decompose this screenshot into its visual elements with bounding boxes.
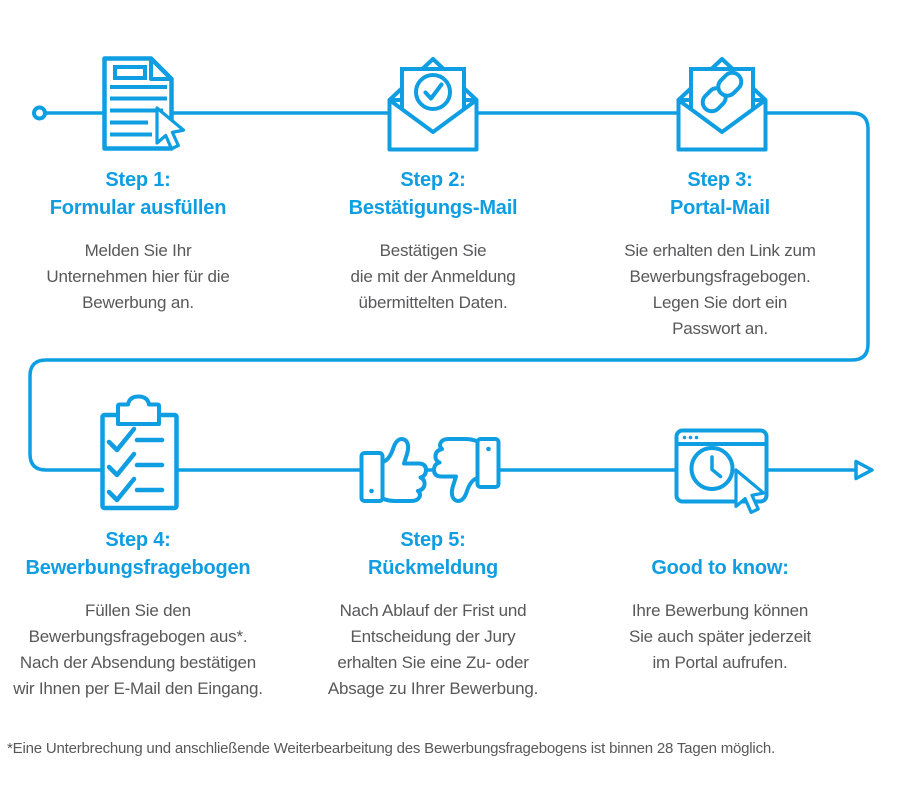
cursor-icon	[736, 470, 764, 512]
step-title: Step 1: Formular ausfüllen	[49, 169, 227, 219]
cursor-icon	[157, 108, 184, 149]
window-dots-icon	[682, 435, 699, 440]
document-cursor-icon	[102, 56, 184, 151]
step-title: Step 5: Rückmeldung	[367, 529, 499, 579]
browser-clock-icon	[674, 428, 769, 513]
link-icon	[700, 70, 744, 114]
step-title: Good to know:	[651, 557, 789, 579]
step-column-4: Step 4: Bewerbungsfragebogen Füllen Sie …	[0, 526, 288, 702]
clipboard-checklist-icon	[100, 394, 179, 511]
flow-start-dot	[32, 105, 47, 121]
step-column-2: Step 2: Bestätigungs-Mail Bestätigen Sie…	[283, 166, 583, 316]
step-description: Ihre Bewerbung können Sie auch später je…	[628, 601, 812, 672]
step-description: Bestätigen Sie die mit der Anmeldung übe…	[350, 241, 516, 312]
flow-end-arrow-icon	[854, 459, 874, 481]
thumbs-up-icon	[359, 437, 428, 503]
thumbs-down-icon	[432, 437, 501, 503]
step-title: Step 2: Bestätigungs-Mail	[348, 169, 518, 219]
step-title: Step 4: Bewerbungsfragebogen	[25, 529, 251, 579]
step-title: Step 3: Portal-Mail	[669, 169, 771, 219]
step-column-3: Step 3: Portal-Mail Sie erhalten den Lin…	[570, 166, 870, 342]
flow-line	[28, 111, 870, 472]
step-column-1: Step 1: Formular ausfüllen Melden Sie Ih…	[0, 166, 288, 316]
step-column-5: Step 5: Rückmeldung Nach Ablauf der Fris…	[283, 526, 583, 702]
envelope-check-icon	[387, 57, 479, 152]
footnote: *Eine Unterbrechung und anschließende We…	[7, 740, 775, 757]
step-description: Füllen Sie den Bewerbungsfragebogen aus*…	[13, 601, 263, 698]
step-description: Sie erhalten den Link zum Bewerbungsfrag…	[624, 241, 816, 338]
step-description: Melden Sie Ihr Unternehmen hier für die …	[46, 241, 230, 312]
step-description: Nach Ablauf der Frist und Entscheidung d…	[327, 601, 539, 698]
envelope-link-icon	[676, 57, 768, 152]
step-column-6: Good to know: Ihre Bewerbung können Sie …	[570, 526, 870, 676]
